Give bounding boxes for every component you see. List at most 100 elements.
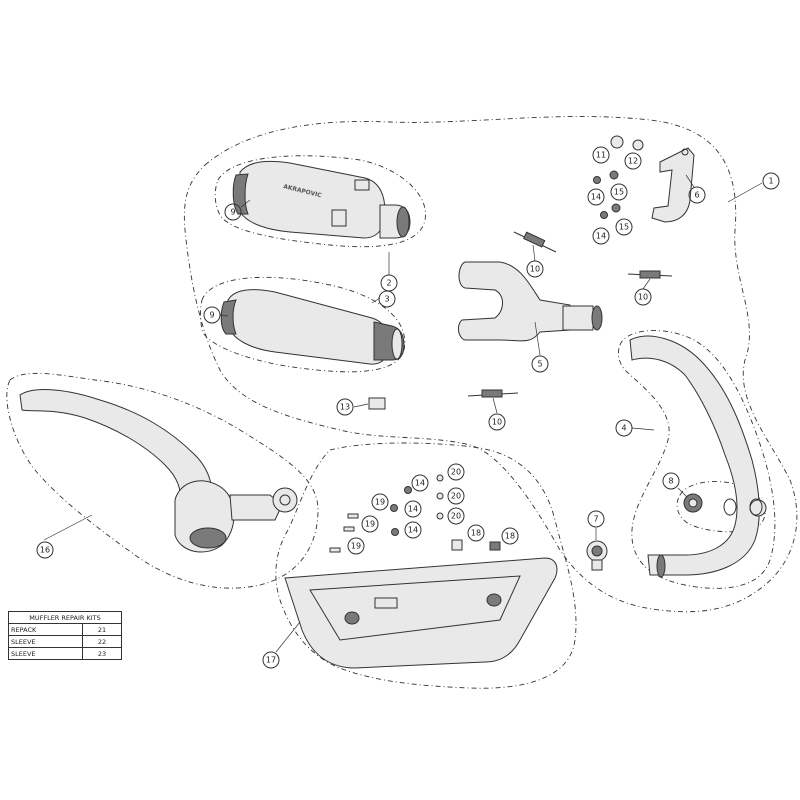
svg-text:14: 14 (591, 193, 601, 202)
callout-4: 4 (615, 419, 633, 437)
callout-5: 5 (531, 355, 549, 373)
callout-11: 11 (592, 146, 610, 164)
svg-text:17: 17 (266, 656, 276, 665)
svg-text:19: 19 (365, 520, 375, 529)
callout-14-b: 14 (592, 227, 610, 245)
callout-14-e: 14 (404, 521, 422, 539)
callout-1: 1 (762, 172, 780, 190)
kit-number: 22 (82, 635, 122, 648)
svg-text:8: 8 (668, 477, 673, 486)
clamp (586, 540, 608, 571)
callout-19-a: 19 (371, 493, 389, 511)
callout-14-c: 14 (411, 474, 429, 492)
leader-lines (43, 174, 763, 653)
callout-7: 7 (587, 510, 605, 528)
kit-number: 23 (82, 647, 122, 660)
callout-8: 8 (662, 472, 680, 490)
assembly-outline-2 (214, 155, 426, 248)
spring-middle (467, 389, 519, 398)
mounting-bracket (651, 147, 695, 223)
svg-text:16: 16 (40, 546, 50, 555)
callout-10-upper: 10 (526, 260, 544, 278)
small-bracket (368, 397, 386, 410)
kits-table-title: MUFFLER REPAIR KITS (8, 611, 122, 624)
svg-text:15: 15 (619, 223, 629, 232)
assembly-outline-4 (617, 330, 776, 589)
callout-9-upper: 9 (224, 203, 242, 221)
svg-text:9: 9 (209, 311, 214, 320)
callout-19-b: 19 (361, 515, 379, 533)
svg-text:10: 10 (530, 265, 540, 274)
heat-shield (284, 557, 558, 669)
table-row: SLEEVE 23 (8, 647, 122, 660)
svg-text:19: 19 (351, 542, 361, 551)
svg-text:15: 15 (614, 188, 624, 197)
svg-text:1: 1 (768, 177, 773, 186)
svg-text:18: 18 (471, 529, 481, 538)
svg-text:20: 20 (451, 468, 461, 477)
callout-9-lower: 9 (203, 306, 221, 324)
kit-name: SLEEVE (8, 635, 83, 648)
callout-6: 6 (688, 186, 706, 204)
svg-text:19: 19 (375, 498, 385, 507)
spring-upper (513, 231, 557, 253)
callout-12: 12 (624, 152, 642, 170)
svg-text:3: 3 (384, 295, 389, 304)
callout-15-b: 15 (615, 218, 633, 236)
muffler-repair-kits-table: MUFFLER REPAIR KITS REPACK 21 SLEEVE 22 … (8, 611, 122, 660)
svg-text:4: 4 (621, 424, 626, 433)
table-row: REPACK 21 (8, 623, 122, 636)
callout-14-a: 14 (587, 188, 605, 206)
assembly-outline-1 (183, 116, 798, 613)
spring-right (627, 270, 673, 279)
svg-text:11: 11 (596, 151, 606, 160)
muffler-upper: AKRAPOVIC (232, 160, 411, 239)
callout-15-a: 15 (610, 183, 628, 201)
svg-text:9: 9 (230, 208, 235, 217)
header-pipe-left (19, 389, 298, 553)
callout-20-b: 20 (447, 487, 465, 505)
callout-18-b: 18 (501, 527, 519, 545)
svg-text:6: 6 (694, 191, 699, 200)
svg-text:14: 14 (408, 505, 418, 514)
svg-text:13: 13 (340, 403, 350, 412)
svg-text:7: 7 (593, 515, 598, 524)
assembly-outline-3 (200, 276, 406, 373)
y-pipe (457, 261, 603, 342)
kit-name: REPACK (8, 623, 83, 636)
callout-2: 2 (380, 274, 398, 292)
svg-text:10: 10 (638, 293, 648, 302)
callout-3: 3 (378, 290, 396, 308)
callout-19-c: 19 (347, 537, 365, 555)
callout-13: 13 (336, 398, 354, 416)
svg-text:14: 14 (596, 232, 606, 241)
hardware-top (593, 135, 644, 219)
callout-17: 17 (262, 651, 280, 669)
svg-text:12: 12 (628, 157, 638, 166)
callout-18-a: 18 (467, 524, 485, 542)
svg-text:5: 5 (537, 360, 542, 369)
svg-text:18: 18 (505, 532, 515, 541)
callout-14-d: 14 (404, 500, 422, 518)
svg-text:20: 20 (451, 492, 461, 501)
kit-number: 21 (82, 623, 122, 636)
table-row: SLEEVE 22 (8, 635, 122, 648)
svg-text:10: 10 (492, 418, 502, 427)
callout-16: 16 (36, 541, 54, 559)
callout-10-middle: 10 (488, 413, 506, 431)
svg-text:20: 20 (451, 512, 461, 521)
callout-10-right: 10 (634, 288, 652, 306)
svg-text:14: 14 (415, 479, 425, 488)
svg-text:2: 2 (386, 279, 391, 288)
callout-20-a: 20 (447, 463, 465, 481)
assembly-outline-17 (275, 442, 577, 689)
header-pipe-right (629, 335, 767, 578)
kit-name: SLEEVE (8, 647, 83, 660)
fasteners (329, 474, 501, 553)
svg-text:14: 14 (408, 526, 418, 535)
kits-table-header-row: MUFFLER REPAIR KITS (8, 611, 122, 624)
gasket-set (683, 493, 763, 516)
callout-20-c: 20 (447, 507, 465, 525)
muffler-lower (220, 289, 405, 365)
